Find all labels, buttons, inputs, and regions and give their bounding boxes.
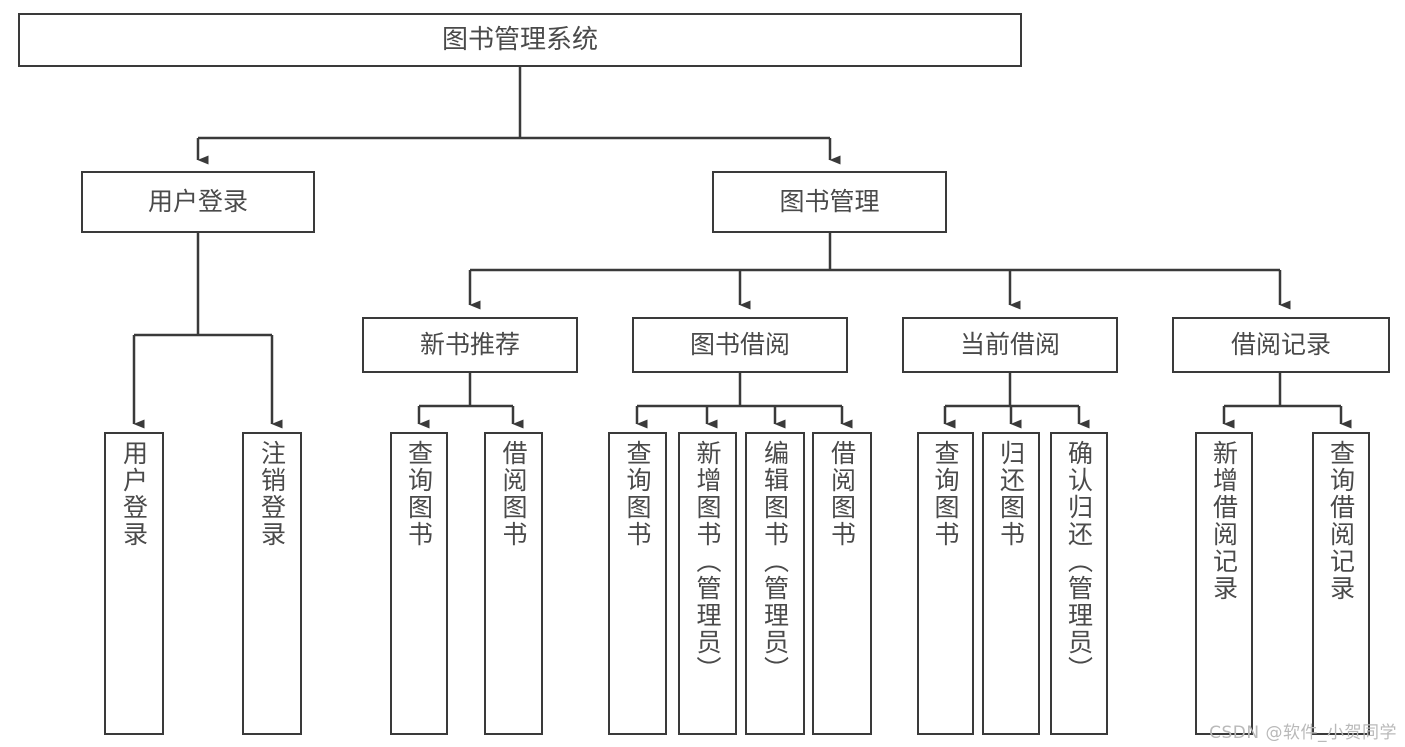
- node-root-label: 图书管理系统: [441, 24, 598, 55]
- leaf-newbook-borrow-book-label: 借阅图书: [499, 440, 528, 548]
- leaf-record-query-record-label: 查询借阅记录: [1326, 440, 1356, 602]
- node-current-borrow[interactable]: 当前借阅: [902, 317, 1118, 373]
- node-root[interactable]: 图书管理系统: [18, 13, 1022, 67]
- leaf-newbook-borrow-book[interactable]: 借阅图书: [484, 432, 543, 735]
- leaf-current-confirm-return[interactable]: 确认归还（管理员）: [1050, 432, 1108, 735]
- leaf-borrow-edit-book-label: 编辑图书（管理员）: [760, 440, 790, 683]
- leaf-newbook-query-book[interactable]: 查询图书: [390, 432, 448, 735]
- node-borrow-record-label: 借阅记录: [1230, 330, 1331, 360]
- node-book-borrow[interactable]: 图书借阅: [632, 317, 848, 373]
- leaf-borrow-add-book-label: 新增图书（管理员）: [693, 440, 722, 683]
- leaf-borrow-query-book-label: 查询图书: [623, 440, 652, 548]
- node-new-book-recommend-label: 新书推荐: [419, 330, 520, 360]
- node-book-management-label: 图书管理: [779, 187, 880, 217]
- leaf-current-query-book[interactable]: 查询图书: [917, 432, 974, 735]
- node-current-borrow-label: 当前借阅: [959, 330, 1060, 360]
- leaf-current-confirm-return-label: 确认归还（管理员）: [1064, 440, 1094, 683]
- leaf-user-logout-label: 注销登录: [257, 440, 287, 548]
- leaf-borrow-query-book[interactable]: 查询图书: [608, 432, 667, 735]
- leaf-current-return-book-label: 归还图书: [996, 440, 1026, 548]
- leaf-record-add-record-label: 新增借阅记录: [1209, 440, 1239, 602]
- leaf-borrow-borrow-book-label: 借阅图书: [827, 440, 857, 548]
- leaf-borrow-edit-book[interactable]: 编辑图书（管理员）: [745, 432, 805, 735]
- node-user-login-label: 用户登录: [147, 187, 248, 217]
- leaf-user-login[interactable]: 用户登录: [104, 432, 164, 735]
- leaf-current-query-book-label: 查询图书: [931, 440, 960, 548]
- node-borrow-record[interactable]: 借阅记录: [1172, 317, 1390, 373]
- leaf-user-logout[interactable]: 注销登录: [242, 432, 302, 735]
- leaf-record-add-record[interactable]: 新增借阅记录: [1195, 432, 1253, 735]
- leaf-newbook-query-book-label: 查询图书: [404, 440, 434, 548]
- node-new-book-recommend[interactable]: 新书推荐: [362, 317, 578, 373]
- node-user-login[interactable]: 用户登录: [81, 171, 315, 233]
- leaf-record-query-record[interactable]: 查询借阅记录: [1312, 432, 1370, 735]
- leaf-borrow-borrow-book[interactable]: 借阅图书: [812, 432, 872, 735]
- node-book-management[interactable]: 图书管理: [712, 171, 947, 233]
- leaf-user-login-label: 用户登录: [119, 440, 149, 548]
- leaf-current-return-book[interactable]: 归还图书: [982, 432, 1040, 735]
- node-book-borrow-label: 图书借阅: [689, 330, 790, 360]
- leaf-borrow-add-book[interactable]: 新增图书（管理员）: [678, 432, 737, 735]
